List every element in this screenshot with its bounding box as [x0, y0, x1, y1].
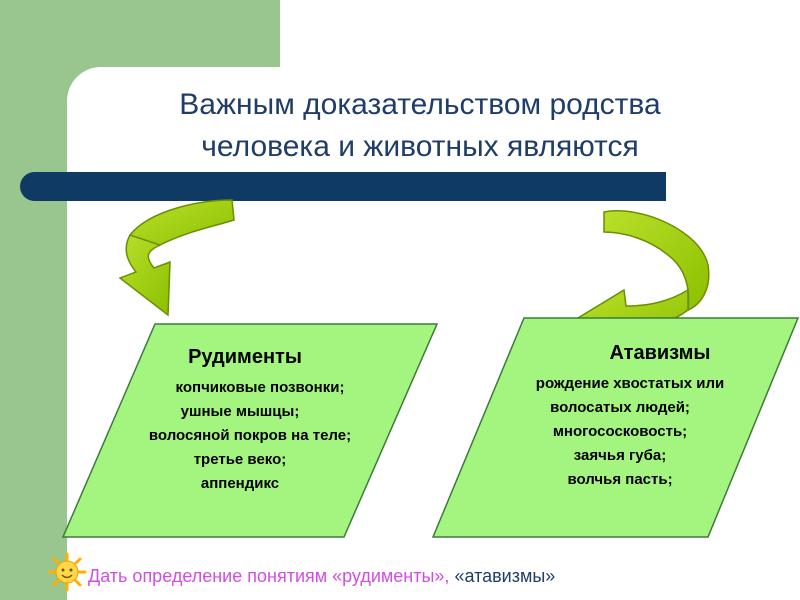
rudiments-item: аппендикс: [200, 475, 280, 492]
left-curved-arrow-icon: [118, 199, 235, 317]
slide-title: Важным доказательством родства человека …: [179, 88, 661, 163]
atavisms-item: рождение хвостатых или: [535, 375, 725, 392]
atavisms-box: Атавизмы рождение хвостатых или волосаты…: [480, 340, 780, 492]
footer-text-part1: Дать определение понятиям «рудименты»,: [88, 566, 450, 586]
rudiments-item: копчиковые позвонки;: [175, 379, 345, 396]
atavisms-heading: Атавизмы: [609, 342, 711, 364]
atavisms-item: волчья пасть;: [567, 471, 673, 488]
rudiments-item: третье веко;: [193, 451, 287, 468]
smiling-sun-icon: [47, 552, 87, 592]
atavisms-box-shape: [431, 317, 800, 538]
atavisms-item: волосатых людей;: [550, 399, 690, 416]
footer-assignment: Дать определение понятиям «рудименты», «…: [88, 566, 555, 587]
rudiments-item: ушные мышцы;: [180, 403, 300, 420]
rudiments-box: Рудименты копчиковые позвонки; ушные мыш…: [100, 344, 420, 496]
rudiments-box-shape: [61, 323, 439, 538]
atavisms-item: заячья губа;: [573, 447, 667, 464]
title-underline-bar: [20, 172, 666, 201]
rudiments-heading: Рудименты: [188, 346, 302, 368]
atavisms-item: многососковость;: [552, 423, 688, 440]
rudiments-item: волосяной покров на теле;: [148, 427, 352, 444]
footer-text-part2: «атавизмы»: [454, 566, 556, 586]
